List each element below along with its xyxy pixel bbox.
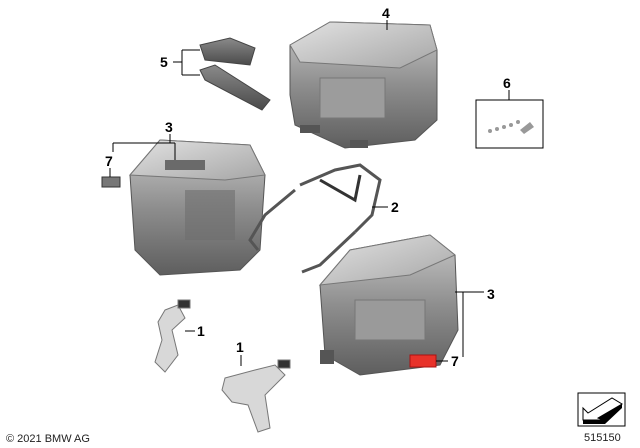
callout-3-right: 3 bbox=[487, 286, 495, 302]
pads-part[interactable] bbox=[199, 37, 271, 111]
callout-2: 2 bbox=[391, 199, 399, 215]
right-holder-part[interactable] bbox=[221, 359, 291, 433]
right-reflector-part[interactable] bbox=[409, 354, 437, 368]
left-case-part[interactable] bbox=[128, 139, 266, 276]
right-case-part[interactable] bbox=[318, 234, 459, 376]
rack-part[interactable] bbox=[248, 163, 382, 274]
left-holder-part[interactable] bbox=[154, 299, 191, 373]
callout-7-left: 7 bbox=[105, 153, 113, 169]
callout-1-left: 1 bbox=[197, 323, 205, 339]
copyright: © 2021 BMW AG bbox=[6, 433, 90, 445]
orientation-arrow-icon bbox=[577, 392, 626, 427]
topcase-part[interactable] bbox=[289, 21, 438, 149]
callout-lines bbox=[109, 20, 510, 366]
left-reflector-part[interactable] bbox=[101, 176, 121, 188]
callout-3-left: 3 bbox=[165, 119, 173, 135]
diagram-number: 515150 bbox=[584, 432, 621, 444]
callout-7-right: 7 bbox=[451, 353, 459, 369]
callout-1-right: 1 bbox=[236, 339, 244, 355]
small-parts-kit[interactable] bbox=[475, 99, 544, 149]
callout-6: 6 bbox=[503, 75, 511, 91]
callout-4: 4 bbox=[382, 5, 390, 21]
callout-5: 5 bbox=[160, 54, 168, 70]
